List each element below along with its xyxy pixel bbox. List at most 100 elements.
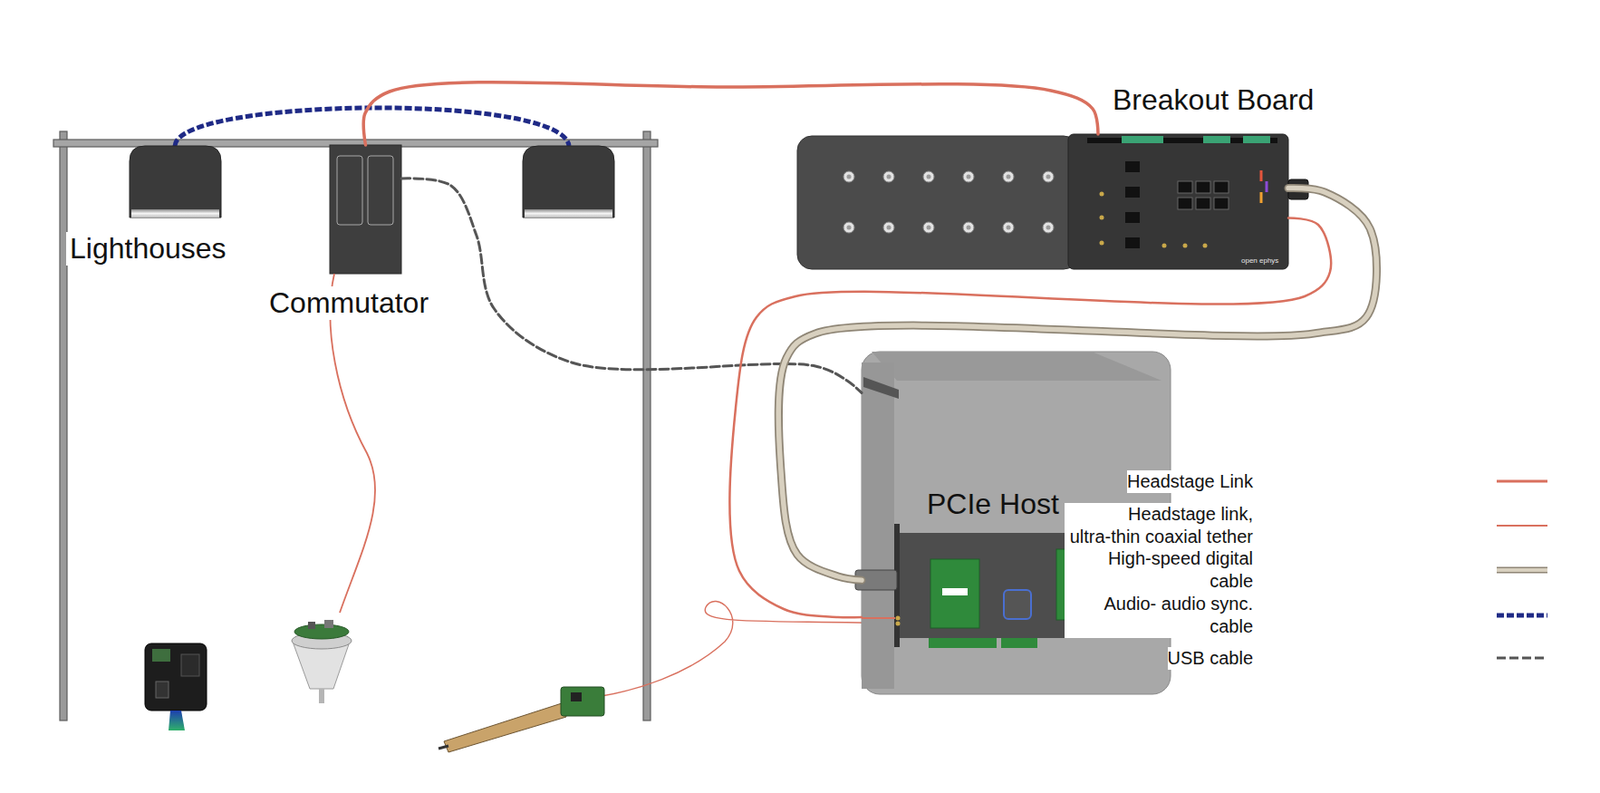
mounting-frame — [53, 131, 658, 721]
high-speed-cable-stroke — [778, 188, 1377, 581]
headstage-connector — [181, 654, 200, 676]
probe-board — [560, 686, 605, 716]
word: digital — [1205, 548, 1254, 569]
bnc-connector — [1002, 221, 1014, 233]
port — [1125, 212, 1140, 223]
word-space — [1156, 593, 1162, 614]
gold-pad — [1162, 243, 1167, 249]
headstage-chip — [308, 621, 316, 629]
headstage-link — [363, 82, 1099, 145]
word-space — [1215, 503, 1222, 524]
headstage-link-stroke — [729, 217, 1331, 617]
host-side — [861, 362, 895, 689]
legend-label: Headstage Link — [1127, 470, 1254, 493]
host-computer — [855, 351, 1171, 694]
gold-pad — [1099, 240, 1105, 246]
usb-cable — [401, 178, 862, 394]
bnc-pin — [1006, 225, 1012, 231]
pcie-card — [897, 532, 1082, 638]
breakout-bnc-panel — [797, 135, 1079, 270]
commutator-panel — [367, 155, 394, 225]
headstage-pcb — [294, 624, 349, 639]
lighthouse-node: Lighthouses — [129, 145, 222, 218]
host-top — [871, 351, 1162, 381]
usb-cable-stroke — [401, 178, 862, 394]
bnc-connector — [843, 221, 855, 233]
lighthouse-lens — [524, 209, 613, 218]
commutator-panel — [337, 155, 363, 225]
headstage — [291, 619, 352, 704]
word-space — [1214, 471, 1221, 492]
node-label: Commutator — [265, 286, 433, 320]
bnc-connector — [963, 221, 974, 233]
port — [896, 616, 901, 621]
bnc-pin — [1006, 174, 1012, 180]
connectors — [363, 82, 1377, 618]
legend-row: USB cable — [0, 0, 1254, 1]
word: Audio- — [1103, 593, 1157, 614]
bnc-pin — [1046, 174, 1051, 180]
gold-pad — [1099, 215, 1105, 221]
bnc-pin — [966, 225, 972, 231]
logo-mark — [1260, 170, 1263, 182]
headstage-connector — [155, 681, 169, 698]
frame-post — [59, 131, 68, 721]
headstage-body — [144, 643, 207, 711]
legend-label: USB cable — [1167, 646, 1254, 670]
header — [1121, 135, 1164, 144]
high-speed-cable-stroke — [778, 188, 1377, 581]
bnc-connector — [1002, 171, 1014, 183]
word-space — [1200, 548, 1206, 569]
brand-label: open ephys — [1241, 256, 1279, 265]
bnc-pin — [926, 174, 932, 180]
word: USB — [1167, 647, 1205, 668]
word-space — [1204, 647, 1211, 668]
bnc-pin — [966, 174, 972, 180]
word: Headstage — [1127, 471, 1215, 492]
legend-label: High-speed digital cable — [1064, 547, 1254, 593]
headstage-tether — [329, 273, 376, 613]
legend-label: Headstage link, ultra-thin coaxial tethe… — [1064, 502, 1254, 549]
probe — [438, 686, 605, 752]
bnc-connector — [963, 171, 974, 183]
headstage-link-stroke — [363, 82, 1099, 145]
button — [1214, 197, 1229, 210]
node-label: Breakout Board — [1108, 83, 1318, 117]
word: cable — [1209, 647, 1254, 668]
port — [896, 621, 901, 627]
legend-label: Audio- audio sync. cable — [1064, 592, 1254, 638]
node-label: Lighthouses — [66, 231, 231, 266]
headstage-link — [729, 217, 1331, 617]
headstage — [144, 643, 207, 731]
word: link, — [1220, 503, 1254, 524]
gold-pad — [1099, 192, 1105, 197]
button — [1177, 197, 1193, 210]
bnc-pin — [1046, 225, 1051, 231]
legend-row: Headstage Link — [0, 0, 1254, 1]
word: audio — [1161, 593, 1206, 614]
bnc-pin — [886, 174, 892, 180]
bnc-pin — [847, 225, 852, 231]
headstage-chip — [324, 619, 334, 628]
bnc-connector — [923, 221, 935, 233]
headstage-pcb — [152, 648, 171, 662]
word: coaxial — [1145, 526, 1202, 547]
commutator-body — [329, 144, 402, 274]
bnc-connector — [883, 171, 895, 183]
button — [1177, 181, 1193, 193]
pcie-contacts — [1001, 637, 1038, 648]
commutator-node: Commutator — [329, 144, 402, 274]
fpga-chip — [1003, 589, 1032, 619]
legend-swatch — [1496, 613, 1548, 618]
legend-swatches — [1496, 481, 1548, 658]
word-space — [1139, 526, 1146, 547]
legend-swatch — [1496, 567, 1548, 574]
legend-swatch — [1496, 524, 1548, 527]
lighthouse — [522, 145, 615, 218]
button — [1214, 181, 1229, 193]
gold-pad — [1203, 243, 1208, 249]
logo-mark — [1260, 192, 1263, 203]
